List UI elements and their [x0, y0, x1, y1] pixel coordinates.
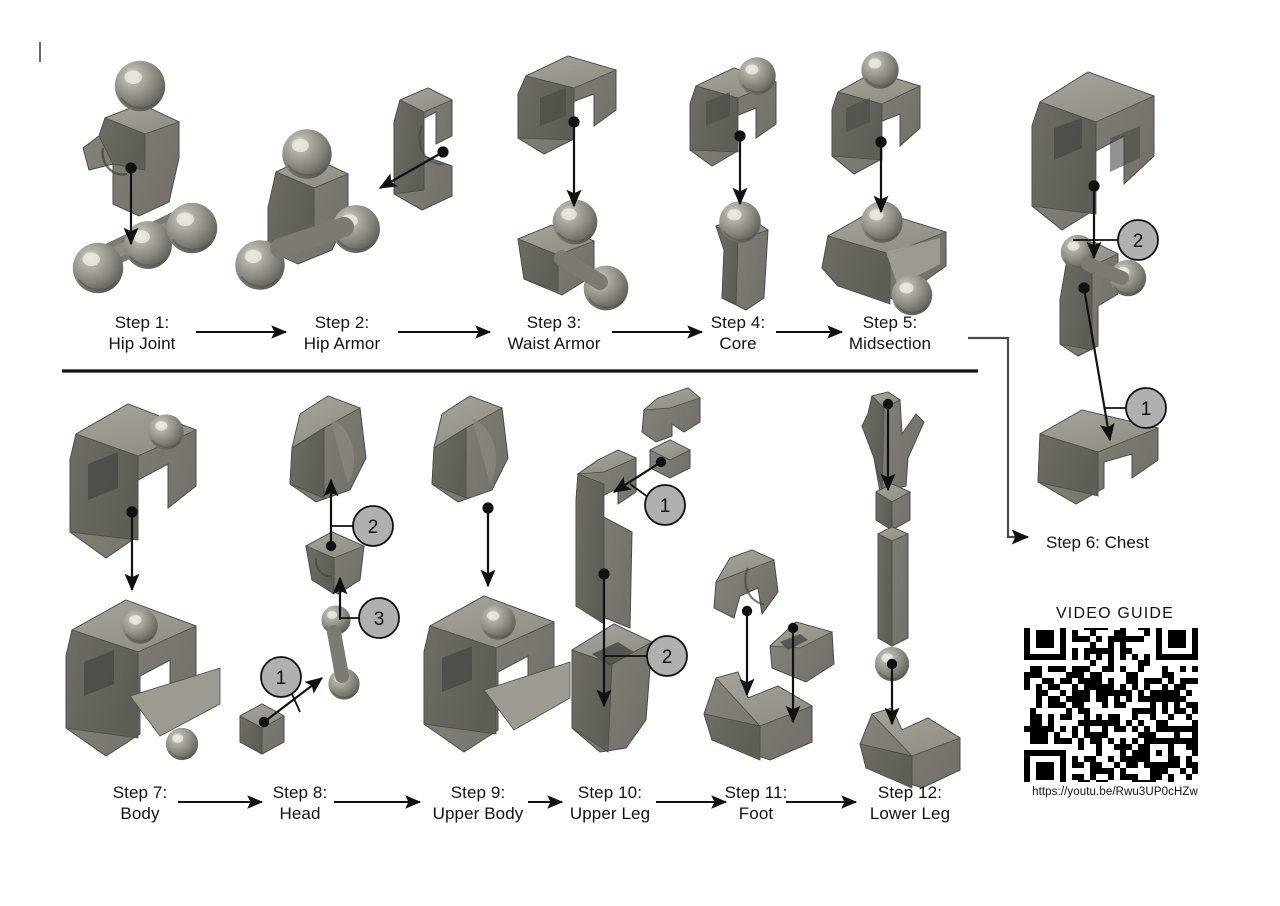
- callout-badge-3: 3: [358, 597, 400, 639]
- svg-text:1: 1: [1141, 399, 1152, 420]
- part-step5-midsection: [821, 50, 948, 317]
- svg-text:2: 2: [368, 517, 379, 538]
- callout-badge-1: 1: [260, 656, 302, 698]
- part-step9-upper-body: [423, 395, 571, 753]
- step-label-step4: Step 4: Core: [710, 313, 766, 353]
- step-label-step8: Step 8: Head: [272, 783, 328, 823]
- step-label-step1: Step 1: Hip Joint: [108, 313, 176, 353]
- part-step1-hip-joint: [71, 59, 219, 295]
- part-step2-hip-armor: [234, 87, 453, 291]
- part-step12-lower-leg: [859, 391, 961, 789]
- video-guide-url[interactable]: https://youtu.be/Rwu3UP0cHZw: [1032, 786, 1198, 798]
- step-label-step10: Step 10: Upper Leg: [569, 783, 651, 823]
- svg-text:2: 2: [662, 647, 673, 668]
- video-guide-heading: VIDEO GUIDE: [1055, 605, 1175, 622]
- step-label-step11: Step 11: Foot: [724, 783, 788, 823]
- callout-badge-2: 2: [352, 505, 394, 547]
- step-label-step12: Step 12: Lower Leg: [869, 783, 951, 823]
- step-label-step2: Step 2: Hip Armor: [303, 313, 381, 353]
- step-label-step9: Step 9: Upper Body: [432, 783, 524, 823]
- callout-badge-2: 2: [1117, 219, 1159, 261]
- svg-text:1: 1: [276, 668, 287, 689]
- step-label-step5: Step 5: Midsection: [848, 313, 932, 353]
- part-step11-foot: [703, 549, 835, 761]
- part-step6-chest: [1031, 71, 1160, 505]
- step-label-step7: Step 7: Body: [112, 783, 168, 823]
- step-label-step3: Step 3: Waist Armor: [507, 313, 601, 353]
- callout-badge-1: 1: [1125, 387, 1167, 429]
- connector-step5-to-step6: [968, 336, 1030, 545]
- part-step8-head: [239, 395, 367, 755]
- callout-badges: 2 1 2 3 1 1 2: [260, 219, 1167, 698]
- part-step4-core: [689, 56, 778, 311]
- step-label-step6: Step 6: Chest: [1046, 533, 1150, 552]
- svg-text:2: 2: [1133, 231, 1144, 252]
- part-step3-waist-armor: [516, 55, 630, 312]
- callout-badge-1: 1: [644, 484, 686, 526]
- part-step10-upper-leg: [571, 387, 701, 753]
- qr-code[interactable]: [1024, 628, 1198, 782]
- callout-badge-2: 2: [646, 635, 688, 677]
- svg-text:3: 3: [374, 609, 385, 630]
- svg-text:1: 1: [660, 496, 671, 517]
- part-step7-body: [65, 403, 221, 761]
